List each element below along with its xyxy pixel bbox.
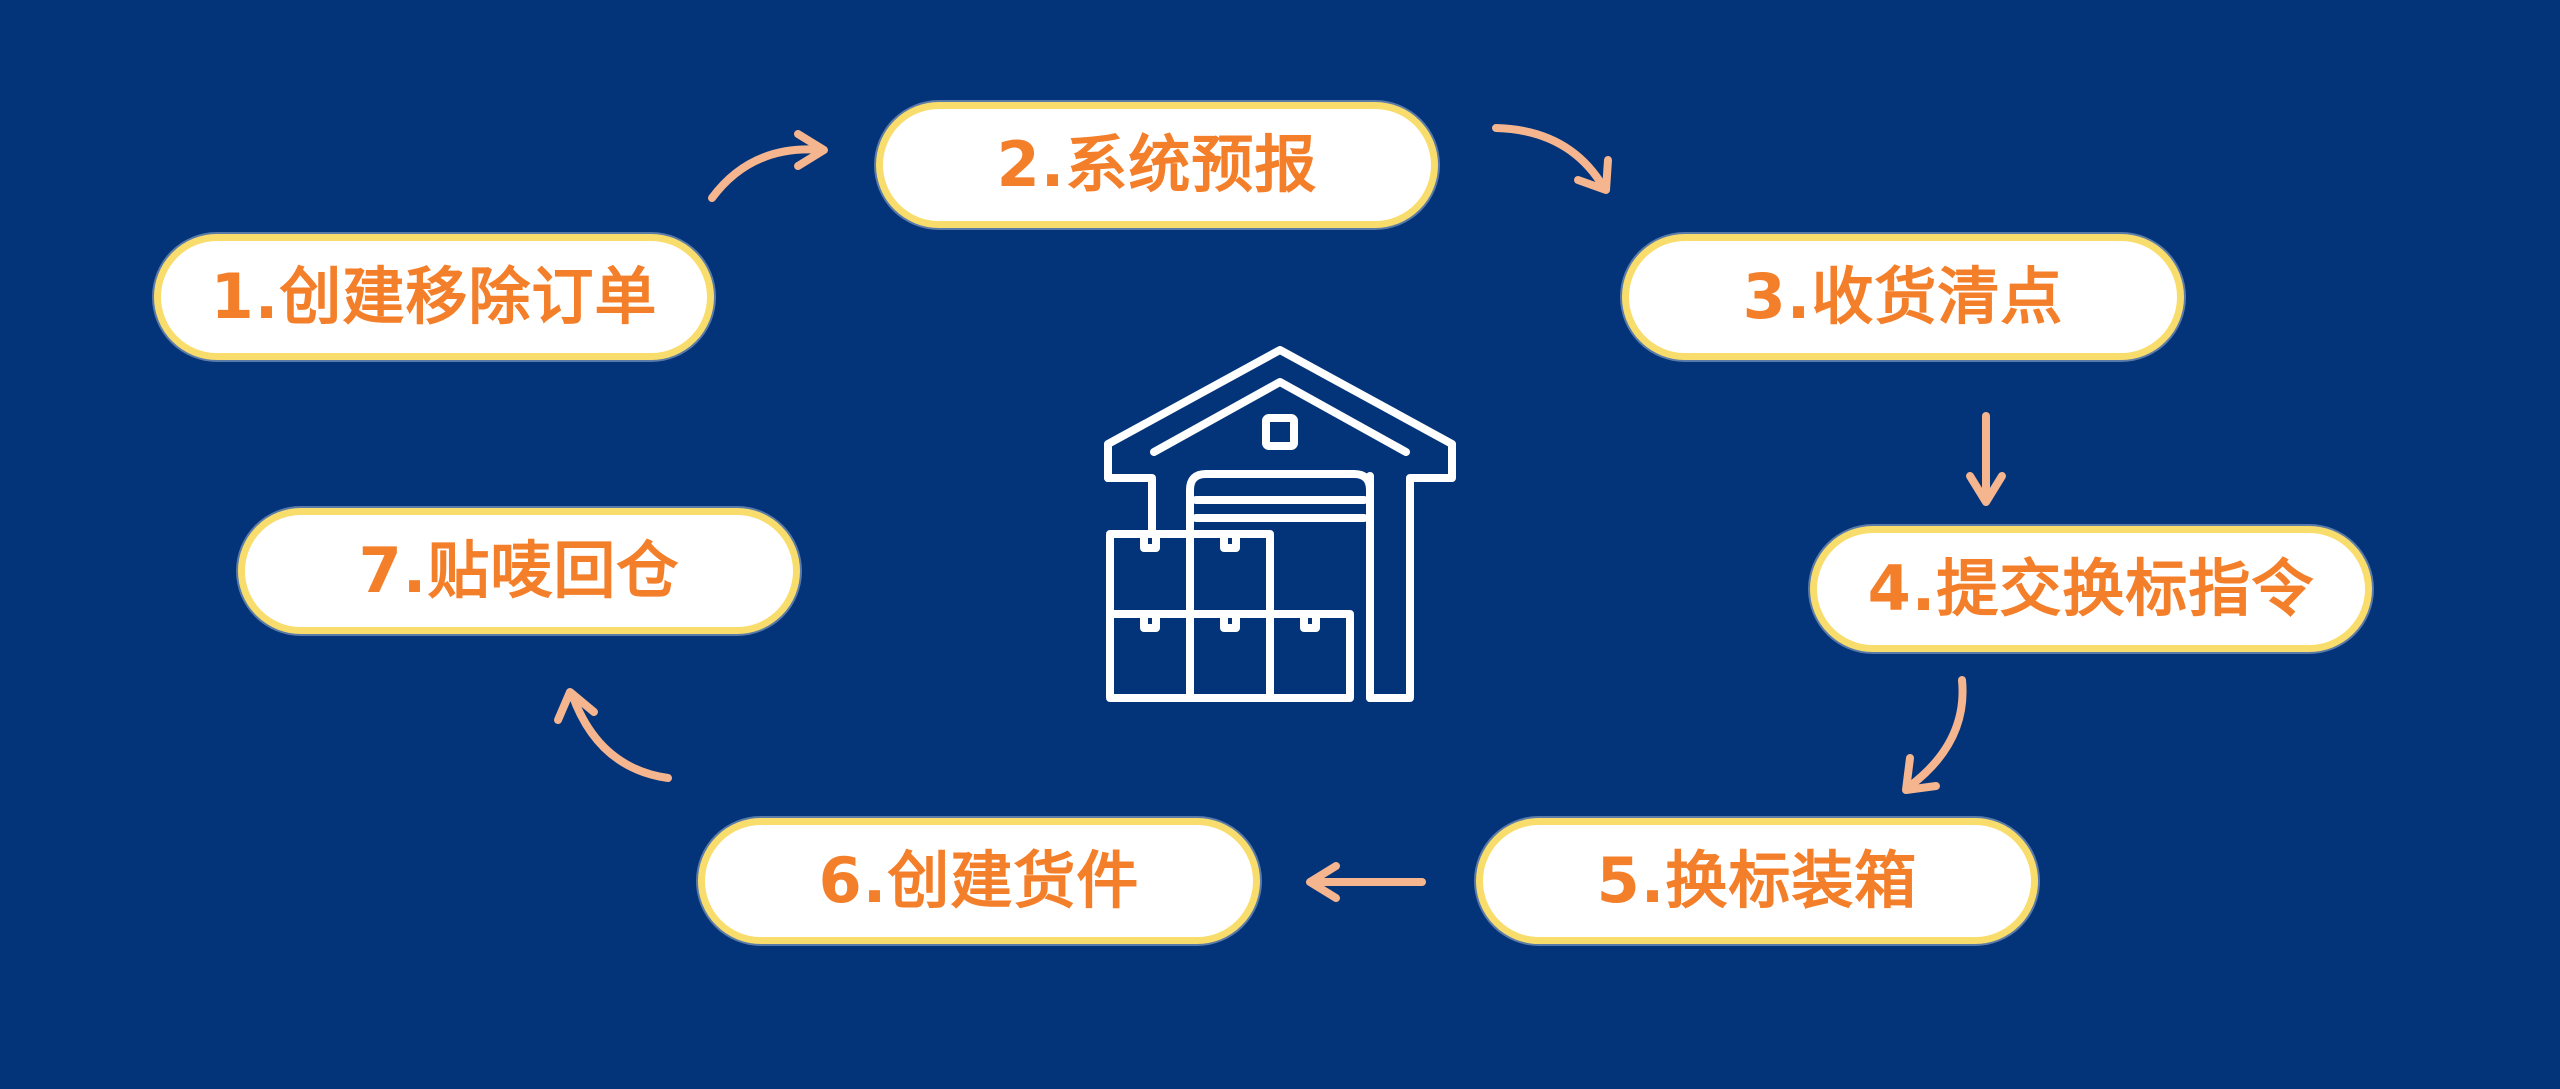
step-5-box: 5.换标装箱	[1476, 818, 2038, 944]
step-7-box: 7.贴唛回仓	[238, 508, 800, 634]
step-5-label: 5.换标装箱	[1596, 844, 1918, 917]
arrow-3-to-4	[1966, 412, 2006, 506]
arrow-1-to-2	[708, 130, 828, 202]
step-2-box: 2.系统预报	[876, 102, 1438, 228]
step-6-label: 6.创建货件	[818, 844, 1140, 917]
step-1-label: 1.创建移除订单	[210, 260, 658, 333]
step-4-box: 4.提交换标指令	[1810, 526, 2372, 652]
step-2-label: 2.系统预报	[996, 128, 1318, 201]
arrow-4-to-5	[1902, 676, 1967, 794]
step-3-label: 3.收货清点	[1742, 260, 2064, 333]
step-4-label: 4.提交换标指令	[1867, 552, 2315, 625]
step-3-box: 3.收货清点	[1622, 234, 2184, 360]
step-7-label: 7.贴唛回仓	[358, 534, 680, 607]
arrow-6-to-7	[554, 688, 672, 782]
step-1-box: 1.创建移除订单	[154, 234, 714, 360]
arrow-5-to-6	[1306, 862, 1426, 902]
step-6-box: 6.创建货件	[698, 818, 1260, 944]
arrow-2-to-3	[1492, 124, 1612, 194]
